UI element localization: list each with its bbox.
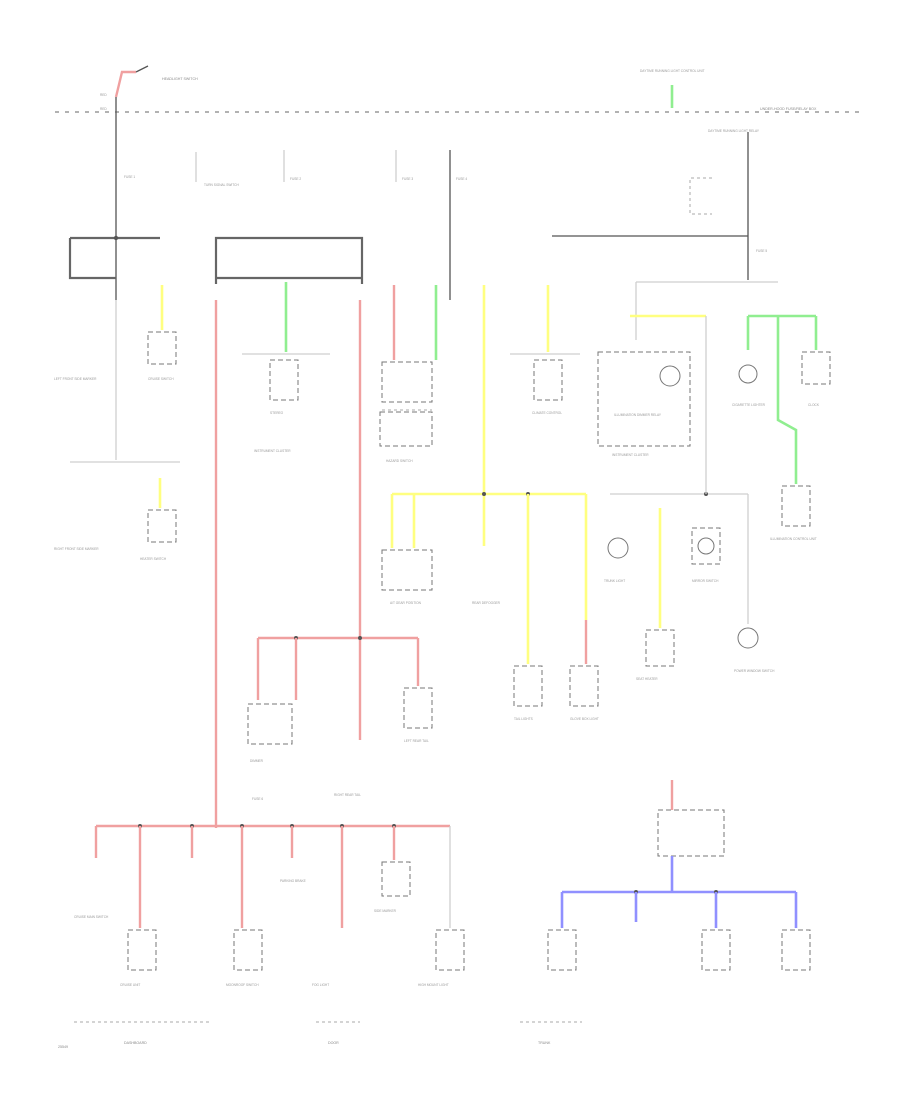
headlight-switch-label: HEADLIGHT SWITCH	[162, 77, 198, 81]
tail-light-label: TAIL LIGHTS	[514, 717, 533, 721]
drl-relay-label: DAYTIME RUNNING LIGHT RELAY	[708, 129, 760, 133]
mirror-switch-label: MIRROR SWITCH	[692, 579, 719, 583]
illum-control-box	[781, 485, 811, 527]
high-mount-box	[435, 929, 465, 971]
center-left-bar	[214, 236, 364, 284]
trunk-light	[607, 537, 629, 559]
mirror-knob	[697, 537, 715, 555]
left-box-b-label: HEATER SWITCH	[140, 557, 167, 561]
diagram-code: 25549	[58, 1045, 68, 1049]
hazard-label: HAZARD SWITCH	[386, 459, 413, 463]
blue-box-c	[701, 929, 731, 971]
fuse2-label: FUSE 2	[290, 177, 301, 181]
feed-label-a: RED	[100, 93, 107, 97]
glove-box-label: GLOVE BOX LIGHT	[570, 717, 599, 721]
stereo-box	[269, 359, 299, 401]
left-marker-label: LEFT FRONT SIDE MARKER	[54, 377, 97, 381]
power-window-switch	[737, 627, 759, 649]
green-long-drop	[776, 316, 798, 484]
node	[482, 492, 486, 496]
left-branch-drop-a	[68, 238, 116, 280]
top-right-relay-label: DAYTIME RUNNING LIGHT CONTROL UNIT	[640, 69, 705, 73]
instrument-cluster-a-label: INSTRUMENT CLUSTER	[254, 449, 291, 453]
blue-box-d	[781, 929, 811, 971]
footer-left-label: DASHBOARD	[124, 1041, 147, 1045]
cruise-switch-box	[147, 331, 177, 365]
feed-label-b: RED	[100, 107, 107, 111]
stereo-label: STEREO	[270, 411, 284, 415]
footer-mid-label: DOOR	[328, 1041, 339, 1045]
climate-label: CLIMATE CONTROL	[532, 411, 562, 415]
fuse1-label: FUSE 1	[124, 175, 135, 179]
cigarette-lighter	[738, 364, 758, 384]
clock-box	[801, 351, 831, 385]
cruise-main-label: CRUISE MAIN SWITCH	[74, 915, 109, 919]
fuse3-label: FUSE 3	[402, 177, 413, 181]
cruise-unit-box	[127, 929, 157, 971]
dimmer-label: DIMMER	[250, 759, 264, 763]
illum-dimmer-box	[597, 351, 691, 447]
glove-box	[569, 665, 599, 707]
side-marker-label: SIDE MARKER	[374, 909, 397, 913]
ashtray-light-box	[381, 361, 433, 403]
hazard-switch-box	[379, 411, 433, 447]
seat-heater-label: SEAT HEATER	[636, 677, 658, 681]
tail-light-box	[513, 665, 543, 707]
footer-right-label: TRUNK	[538, 1041, 551, 1045]
fuse6-label: FUSE 6	[252, 797, 263, 801]
turn-switch-label: TURN SIGNAL SWITCH	[204, 183, 239, 187]
left-rear-tail-label: LEFT REAR TAIL	[404, 739, 429, 743]
illum-dimmer-label: ILLUMINATION DIMMER RELAY	[614, 413, 662, 417]
moonroof-box	[233, 929, 263, 971]
parking-brake-label: PARKING BRAKE	[280, 879, 306, 883]
dimmer-knob	[659, 365, 681, 387]
clock-label: CLOCK	[808, 403, 820, 407]
rear-defog-label: REAR DEFOGGER	[472, 601, 501, 605]
fuse4-label: FUSE 4	[456, 177, 467, 181]
cruise-unit-label: CRUISE UNIT	[120, 983, 140, 987]
headlight-switch-feed	[114, 70, 136, 98]
cigarette-lighter-label: CIGARETTE LIGHTER	[732, 403, 766, 407]
climate-box	[533, 359, 563, 401]
underhood-box-label: UNDER-HOOD FUSE/RELAY BOX	[760, 107, 817, 111]
power-window-label: POWER WINDOW SWITCH	[734, 669, 775, 673]
illum-control-label: ILLUMINATION CONTROL UNIT	[770, 537, 817, 541]
instrument-cluster-b-label: INSTRUMENT CLUSTER	[612, 453, 649, 457]
seat-heater-box	[645, 629, 675, 667]
node	[358, 636, 362, 640]
fuse5-label: FUSE 5	[756, 249, 767, 253]
node	[113, 235, 119, 241]
trunk-light-label: TRUNK LIGHT	[604, 579, 625, 583]
high-mount-label: HIGH MOUNT LIGHT	[418, 983, 449, 987]
fuse-relay-block	[657, 809, 725, 857]
at-gear-box	[381, 549, 433, 591]
fog-light-label: FOG LIGHT	[312, 983, 329, 987]
blue-box-a	[547, 929, 577, 971]
left-rear-tail-box	[403, 687, 433, 729]
left-marker-b-label: RIGHT FRONT SIDE MARKER	[54, 547, 99, 551]
dimmer-box	[247, 703, 293, 745]
relay-bracket	[689, 177, 712, 215]
at-gear-label: A/T GEAR POSITION	[390, 601, 422, 605]
right-rear-tail-label: RIGHT REAR TAIL	[334, 793, 361, 797]
headlight-switch-lever	[135, 65, 149, 73]
heater-switch-box	[147, 509, 177, 543]
side-marker-box	[381, 861, 411, 897]
left-box-a-label: CRUISE SWITCH	[148, 377, 174, 381]
moonroof-label: MOONROOF SWITCH	[226, 983, 259, 987]
